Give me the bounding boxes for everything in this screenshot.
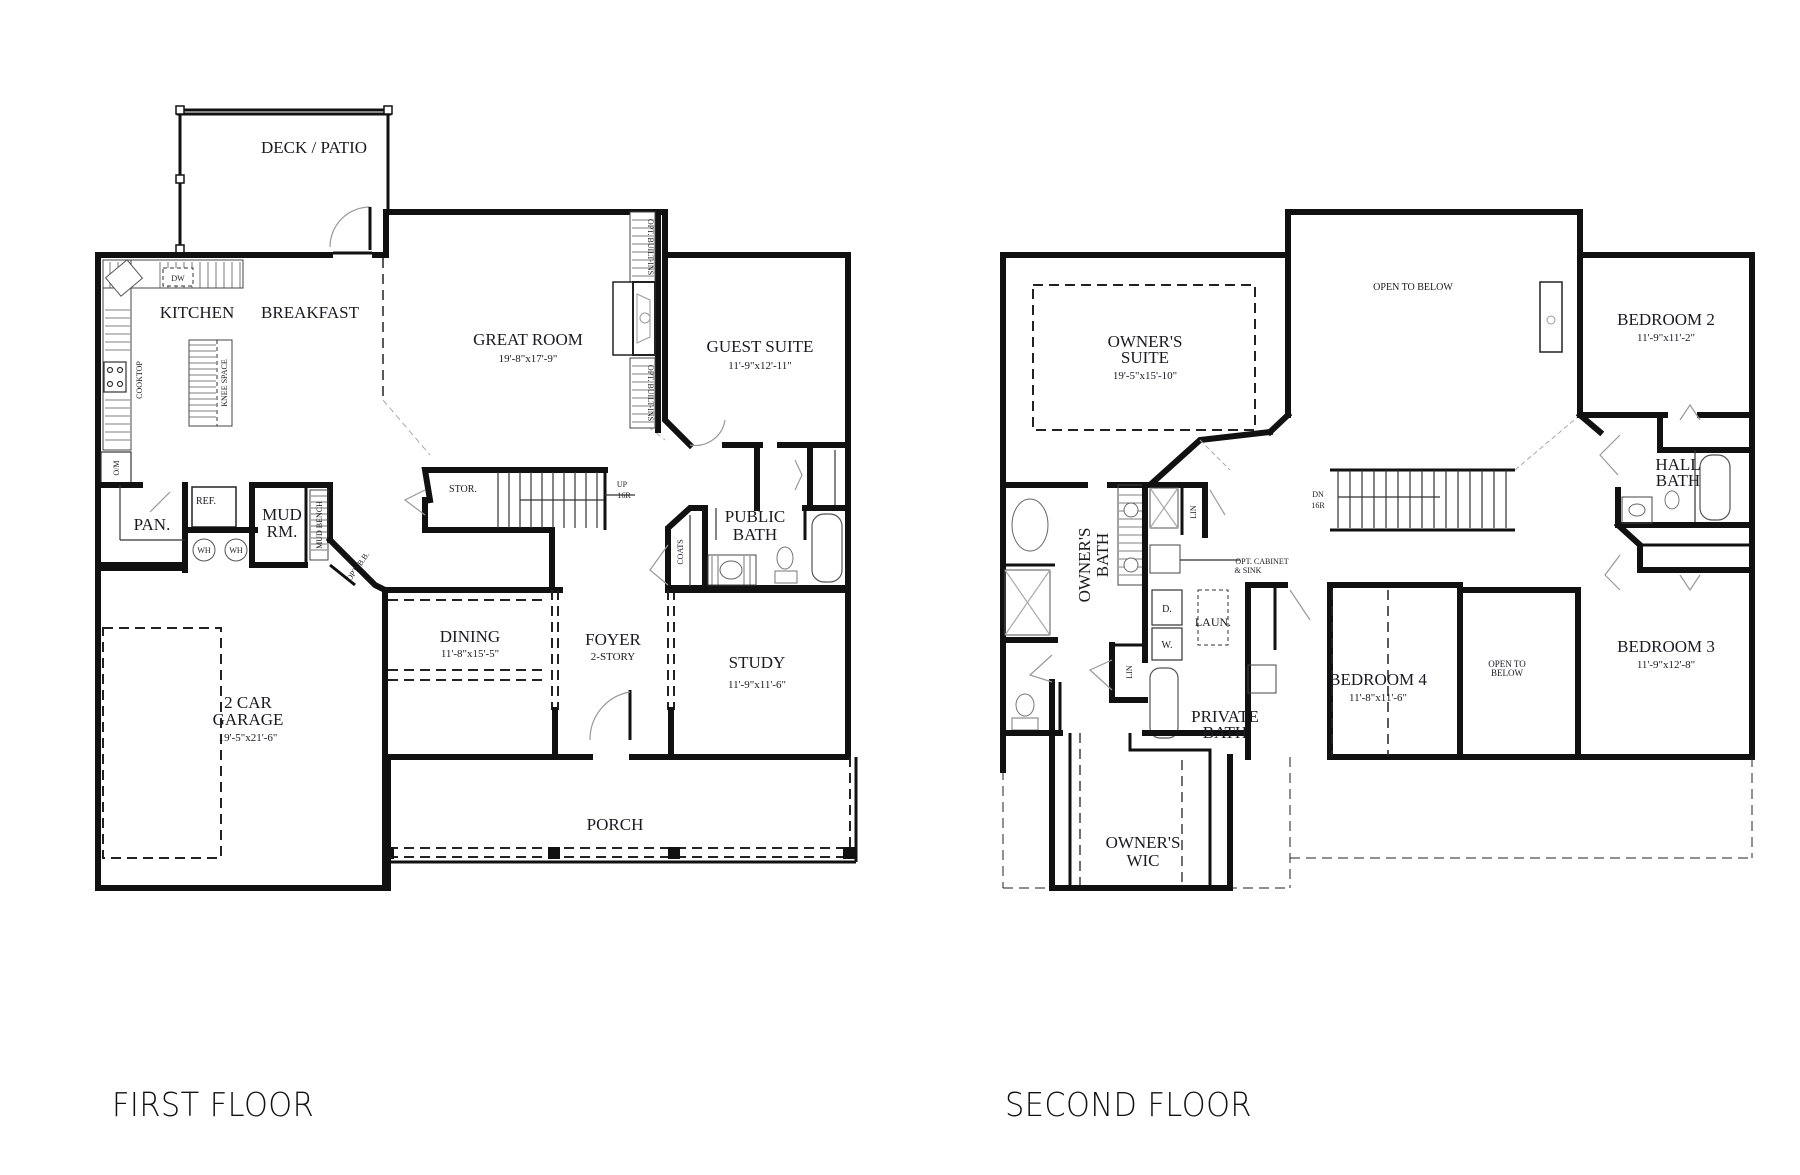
breakfast-label: BREAKFAST bbox=[261, 303, 360, 322]
first-floor-plan: DW COOKTOP O/M KNEE SPACE KITCHE bbox=[95, 105, 858, 891]
second-floor-plan: OWNER'S SUITE 19'-5"x15'-10" OPEN TO BEL… bbox=[1000, 209, 1755, 891]
water-heater-1: WH bbox=[197, 546, 211, 555]
stairs-risers-label: 16R bbox=[617, 491, 631, 500]
foyer-label: FOYER bbox=[585, 630, 641, 649]
bedroom-2-label: BEDROOM 2 bbox=[1617, 310, 1715, 329]
owners-bath-label-line1: OWNER'S bbox=[1075, 528, 1094, 603]
mud-room-label-line2: RM. bbox=[267, 522, 298, 541]
laundry-label: LAUN. bbox=[1195, 615, 1231, 629]
deck-patio-label: DECK / PATIO bbox=[261, 138, 367, 157]
guest-suite-label: GUEST SUITE bbox=[707, 337, 814, 356]
open-to-below-mid-line2: BELOW bbox=[1491, 668, 1523, 678]
opt-cabinet-label-line2: & SINK bbox=[1235, 566, 1262, 575]
fireplace: OPT. BUILT-INS OPT. BUILT-INS bbox=[612, 209, 661, 433]
great-room-dimensions: 19'-8"x17'-9" bbox=[499, 353, 558, 365]
owners-bath-label-line2: BATH bbox=[1093, 533, 1112, 577]
bedroom-4-dimensions: 11'-8"x11'-6" bbox=[1349, 692, 1407, 704]
water-heater-2: WH bbox=[229, 546, 243, 555]
study-dimensions: 11'-9"x11'-6" bbox=[728, 679, 786, 691]
first-floor-walls bbox=[95, 209, 858, 891]
first-floor-stairs: UP 16R STOR. bbox=[403, 467, 635, 593]
linen-closet-2: LIN bbox=[1189, 505, 1198, 519]
private-bath-label-line1: PRIVATE bbox=[1191, 707, 1259, 726]
second-floor-stairs: DN 16R bbox=[1311, 414, 1581, 532]
bedroom-4-label: BEDROOM 4 bbox=[1329, 670, 1427, 689]
kitchen-counters: DW COOKTOP O/M KNEE SPACE bbox=[100, 259, 244, 485]
guest-suite-dimensions: 11'-9"x12'-11" bbox=[728, 360, 791, 372]
opt-built-ins-top: OPT. BUILT-INS bbox=[646, 219, 655, 275]
study-label: STUDY bbox=[729, 653, 786, 672]
private-bath-label-line2: BATH bbox=[1203, 723, 1247, 742]
stairs-down-risers: 16R bbox=[1311, 501, 1325, 510]
second-floor-title: SECOND FLOOR bbox=[1005, 1085, 1253, 1124]
storage-label: STOR. bbox=[449, 484, 477, 495]
owners-bath: OWNER'S BATH LIN bbox=[1000, 482, 1203, 891]
bedroom-3-label: BEDROOM 3 bbox=[1617, 637, 1715, 656]
foyer-subtitle: 2-STORY bbox=[591, 651, 635, 663]
hall-bath-label-line2: BATH bbox=[1656, 471, 1700, 490]
mud-bench-label: MUD BENCH bbox=[315, 501, 324, 549]
stairs-up-label: UP bbox=[617, 480, 628, 489]
opt-cabinet-label-line1: OPT. CABINET bbox=[1235, 557, 1288, 566]
bedroom-2-dimensions: 11'-9"x11'-2" bbox=[1637, 332, 1695, 344]
porch-label: PORCH bbox=[587, 815, 644, 834]
stairs-down-label: DN bbox=[1312, 490, 1324, 499]
oven-microwave-label: O/M bbox=[112, 460, 121, 475]
refrigerator-label: REF. bbox=[196, 496, 216, 507]
utility-area: PAN. REF. WH WH MUD BENCH MUD RM. bbox=[95, 482, 390, 595]
owners-suite-label-line1: OWNER'S bbox=[1108, 332, 1183, 351]
great-room-label: GREAT ROOM bbox=[473, 330, 583, 349]
public-bath-label-line1: PUBLIC bbox=[725, 507, 785, 526]
first-floor-title: FIRST FLOOR bbox=[112, 1085, 315, 1124]
garage-dimensions: 19'-5"x21'-6" bbox=[219, 732, 278, 744]
open-to-below-mid-line1: OPEN TO bbox=[1488, 659, 1526, 669]
pantry-label: PAN. bbox=[134, 515, 171, 534]
hall-bath-label-line1: HALL bbox=[1655, 455, 1700, 474]
washer-label: W. bbox=[1161, 640, 1172, 651]
laundry: D. W. LAUN. OPT. CABINET & SINK bbox=[1149, 544, 1289, 661]
dining-dimensions: 11'-8"x15'-5" bbox=[441, 648, 499, 660]
dining-label: DINING bbox=[440, 627, 500, 646]
public-bath-label-line2: BATH bbox=[733, 525, 777, 544]
knee-space-label: KNEE SPACE bbox=[220, 359, 229, 407]
mud-room-label-line1: MUD bbox=[262, 505, 302, 524]
linen-closet-1: LIN bbox=[1125, 665, 1134, 679]
cooktop-label: COOKTOP bbox=[135, 361, 144, 399]
garage-label-line2: GARAGE bbox=[213, 710, 284, 729]
kitchen-label: KITCHEN bbox=[160, 303, 235, 322]
owners-wic-label-line2: WIC bbox=[1126, 851, 1159, 870]
owners-suite-dimensions: 19'-5"x15'-10" bbox=[1113, 370, 1177, 382]
dishwasher-label: DW bbox=[171, 274, 185, 283]
opt-built-ins-bottom: OPT. BUILT-INS bbox=[646, 365, 655, 421]
owners-suite-label-line2: SUITE bbox=[1121, 348, 1169, 367]
owners-wic-label-line1: OWNER'S bbox=[1106, 833, 1181, 852]
open-to-below-top: OPEN TO BELOW bbox=[1373, 282, 1453, 293]
dryer-label: D. bbox=[1162, 604, 1172, 615]
garage-label-line1: 2 CAR bbox=[224, 693, 272, 712]
coats-label: COATS bbox=[676, 539, 685, 564]
bedroom-3-dimensions: 11'-9"x12'-8" bbox=[1637, 659, 1695, 671]
deck-railing bbox=[175, 105, 393, 254]
